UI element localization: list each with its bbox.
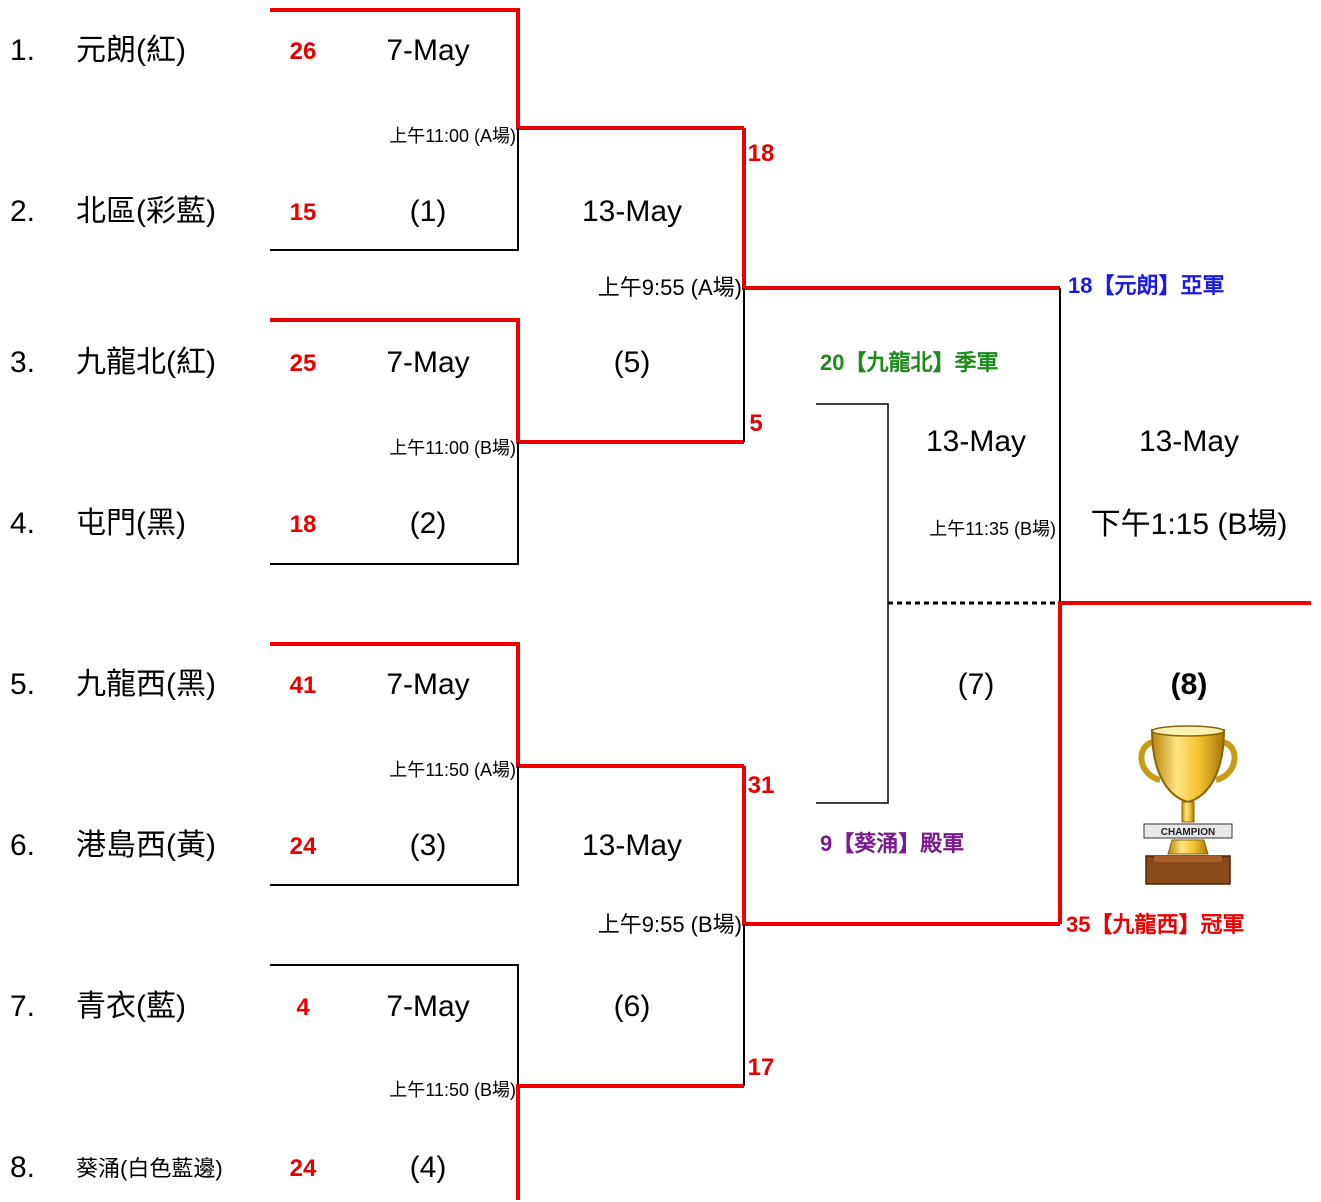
team-seed: 5. [10, 668, 36, 701]
match-date: 7-May [386, 668, 470, 701]
team-name: 北區(彩藍) [76, 195, 216, 228]
match-date: 13-May [1138, 425, 1240, 458]
team-score: 25 [289, 350, 317, 377]
fourth-place-label: 9【葵涌】殿軍 [820, 831, 965, 856]
match-time: 下午1:15 (B場) [1090, 508, 1288, 541]
bracket-line-3-top [270, 642, 744, 768]
team-score: 4 [296, 994, 310, 1021]
match-time: 上午11:00 (B場) [389, 438, 516, 458]
team-seed: 6. [10, 829, 36, 862]
team-name: 屯門(黑) [76, 507, 186, 540]
bracket-line-3-bottom [270, 766, 519, 886]
team-seed: 2. [10, 195, 36, 228]
semi-score-bottom: 5 [749, 410, 763, 437]
match-number: (8) [1170, 668, 1208, 701]
match-date: 13-May [581, 195, 683, 228]
champion-label: 35【九龍西】冠軍 [1066, 912, 1245, 937]
bracket-line-1-bottom [270, 128, 519, 251]
match-number: (2) [409, 507, 447, 540]
match-number: (6) [613, 990, 651, 1023]
bracket-line-2-top [270, 318, 744, 444]
match-number: (3) [409, 829, 447, 862]
bracket-line-1-top [270, 8, 744, 130]
team-score: 26 [289, 38, 317, 65]
team-name: 港島西(黃) [76, 829, 216, 862]
match-time: 上午11:50 (B場) [389, 1080, 516, 1100]
match-number: (1) [409, 195, 447, 228]
semi-score-top: 18 [747, 140, 775, 167]
team-seed: 4. [10, 507, 36, 540]
final-line-bottom [1058, 601, 1311, 924]
trophy-icon: CHAMPION [1138, 725, 1238, 885]
bracket-line-2-bottom [270, 442, 519, 565]
team-name: 葵涌(白色藍邊) [76, 1156, 223, 1181]
team-name: 元朗(紅) [76, 34, 186, 67]
match-time: 上午11:50 (A場) [389, 760, 516, 780]
runner-up-label: 18【元朗】亞軍 [1068, 273, 1225, 298]
match-time: 上午11:35 (B場) [929, 519, 1056, 539]
semi-score-top: 31 [747, 772, 775, 799]
third-place-label: 20【九龍北】季軍 [820, 350, 999, 375]
team-score: 18 [289, 511, 317, 538]
match-number: (5) [613, 346, 651, 379]
match-time: 上午11:00 (A場) [389, 126, 516, 146]
match-date: 13-May [581, 829, 683, 862]
team-seed: 7. [10, 990, 36, 1023]
team-name: 青衣(藍) [76, 990, 186, 1023]
team-score: 24 [289, 833, 317, 860]
team-seed: 1. [10, 34, 36, 67]
match-date: 7-May [386, 34, 470, 67]
match-time: 上午9:55 (B場) [597, 912, 742, 937]
team-score: 15 [289, 199, 317, 226]
team-score: 41 [289, 672, 317, 699]
third-place-bracket [816, 403, 889, 804]
team-name: 九龍西(黑) [76, 668, 216, 701]
team-seed: 8. [10, 1151, 36, 1184]
bracket-line-4-top [270, 964, 519, 1086]
trophy-banner-text: CHAMPION [1161, 827, 1215, 838]
team-score: 24 [289, 1155, 317, 1182]
team-name: 九龍北(紅) [76, 346, 216, 379]
match-date: 7-May [386, 346, 470, 379]
team-seed: 3. [10, 346, 36, 379]
bracket-line-4-bottom [516, 1084, 744, 1200]
semi-score-bottom: 17 [747, 1054, 775, 1081]
bracket-line-5-top [742, 128, 1060, 290]
match-number: (4) [409, 1151, 447, 1184]
match-date: 7-May [386, 990, 470, 1023]
match-time: 上午9:55 (A場) [597, 275, 742, 300]
match-number: (7) [957, 668, 995, 701]
match-date: 13-May [925, 425, 1027, 458]
